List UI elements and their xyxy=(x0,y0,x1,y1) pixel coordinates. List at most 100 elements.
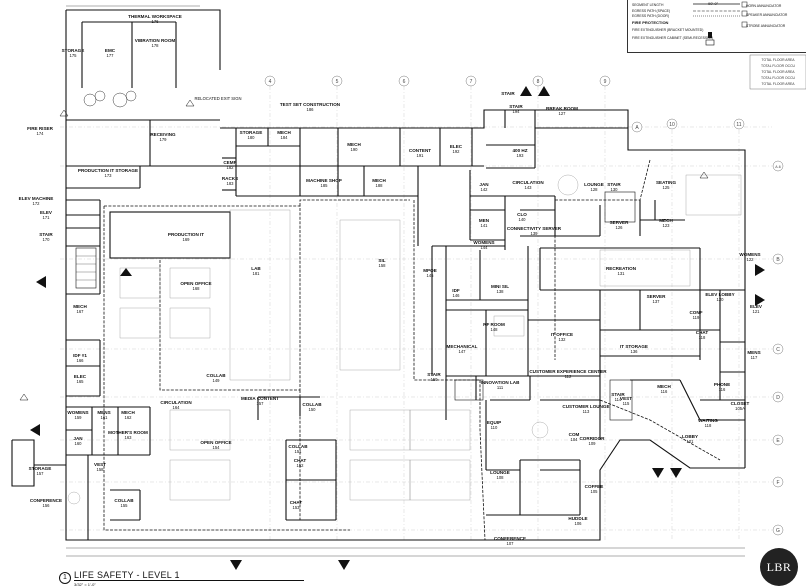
room-name: MENS xyxy=(747,350,760,355)
legend-row-segment: SEGMENT LENGTH xyxy=(632,3,664,7)
room-name: VEST xyxy=(620,396,632,401)
occupancy-line: TOTAL FLOOR AREA xyxy=(761,82,795,86)
room-number: 106 xyxy=(575,521,583,526)
grid-col-label: 8 xyxy=(537,79,540,85)
room-name: CHAT xyxy=(294,458,307,463)
room-number: 161 xyxy=(101,415,109,420)
room-name: RECREATION xyxy=(606,266,637,271)
room-name: CIRCULATION xyxy=(160,400,192,405)
room-number: 118 xyxy=(705,423,712,428)
room-name: MACHINE SHOP xyxy=(306,178,342,183)
room-name: SERVER xyxy=(647,294,666,299)
room-number: 170 xyxy=(43,237,51,242)
room-number: 140 xyxy=(519,217,527,222)
grid-row-label: A.6 xyxy=(775,165,780,169)
room-name: RACKS xyxy=(222,176,238,181)
room-number: 169 xyxy=(183,237,191,242)
room-number: 110 xyxy=(491,425,498,430)
legend-row-fire-bracket: FIRE EXTINGUISHER (BRACKET MOUNTED) xyxy=(632,28,704,32)
grid-col-label: 9 xyxy=(604,79,607,85)
room-name: ELEV MACHINE xyxy=(19,196,54,201)
room-name: PHONE xyxy=(714,382,730,387)
legend-segment-example: 90'-0" xyxy=(708,1,719,6)
room-name: LAB xyxy=(251,266,261,271)
grid-col-label: 7 xyxy=(470,79,473,85)
room-name: CHAT xyxy=(696,330,709,335)
room-number: 178 xyxy=(152,43,160,48)
room-name: LOBBY xyxy=(682,434,698,439)
room-name: ELEC xyxy=(450,144,463,149)
exit-arrow-icon xyxy=(338,560,350,570)
room-number: 166 xyxy=(77,358,85,363)
room-number: 101 xyxy=(687,439,695,444)
room-name: TEST SET CONSTRUCTION xyxy=(280,102,341,107)
drawing-scale: 3/32" = 1'-0" xyxy=(74,582,96,587)
room-name: JAN xyxy=(479,182,489,187)
room-number: 182 xyxy=(227,165,235,170)
landscape-trees xyxy=(83,90,137,108)
room-number: 177 xyxy=(107,53,115,58)
room-number: 176 xyxy=(152,19,160,24)
grid-col-label: 11 xyxy=(736,122,741,128)
drawing-number: 1 xyxy=(59,572,71,584)
room-name: THERMAL WORKSPACE xyxy=(128,14,182,19)
room-name: MECH xyxy=(121,410,135,415)
room-number: 186 xyxy=(307,107,315,112)
speaker-annunciator-icon xyxy=(741,10,748,17)
legend-fire-header: FIRE PROTECTION xyxy=(632,20,669,25)
grid-col-label: 6 xyxy=(403,79,406,85)
room-name: IT OFFICE xyxy=(551,332,573,337)
occupancy-line: TOTAL FLOOR AREA xyxy=(761,70,795,74)
grid-row-label: F xyxy=(776,480,779,486)
room-name: MECH xyxy=(73,304,87,309)
room-name: STORAGE xyxy=(62,48,85,53)
room-name: STAIR xyxy=(509,104,523,109)
room-number: 164 xyxy=(173,405,181,410)
room-name: STAIR xyxy=(39,232,53,237)
room-name: COLLAB xyxy=(302,402,322,407)
room-number: 122 xyxy=(747,257,755,262)
room-number: 114 xyxy=(615,397,622,402)
room-name: PRODUCTION IT xyxy=(168,232,204,237)
room-number: 180 xyxy=(248,135,256,140)
room-number: 157 xyxy=(257,401,265,406)
room-number: 105A xyxy=(735,406,745,411)
room-number: 118 xyxy=(699,335,706,340)
room-name: COLLAB xyxy=(288,444,308,449)
room-number: 119 xyxy=(693,315,700,320)
room-number: 115 xyxy=(623,401,630,406)
room-name: IDF #1 xyxy=(73,353,87,358)
grid-col-label: 10 xyxy=(669,122,675,128)
warning-triangle-icon xyxy=(59,109,69,117)
logo-text: LBR xyxy=(766,560,792,574)
interior-walls-lower xyxy=(66,375,745,540)
room-name: MEDIA CONTENT xyxy=(241,396,279,401)
room-number: 138 xyxy=(497,289,505,294)
room-name: VEST xyxy=(94,462,106,467)
room-name: STORAGE xyxy=(29,466,52,471)
room-number: 141 xyxy=(481,223,489,228)
room-name: SEATING xyxy=(656,180,677,185)
furniture xyxy=(67,174,742,505)
room-name: SIL xyxy=(378,258,385,263)
grid-row-label: G xyxy=(776,528,780,534)
legend-row-egress-space: EGRESS PATH (SPACE) xyxy=(632,9,671,13)
egress-paths xyxy=(103,159,721,541)
room-number: 126 xyxy=(616,225,624,230)
room-name: LOUNGE xyxy=(490,470,510,475)
room-name: MECH xyxy=(657,384,671,389)
room-number: 128 xyxy=(591,187,599,192)
title-underline xyxy=(74,580,304,581)
room-name: MECHANICAL xyxy=(447,344,478,349)
interior-walls-middle xyxy=(66,199,745,401)
room-name: CORRIDOR xyxy=(579,436,605,441)
room-number: 173 xyxy=(105,173,113,178)
room-number: 108 xyxy=(497,475,505,480)
room-name: WOMENS xyxy=(67,410,88,415)
interior-walls xyxy=(66,21,685,250)
room-name: MECH xyxy=(277,130,291,135)
exit-arrow-icon xyxy=(538,86,550,96)
room-name: CHAT xyxy=(290,500,303,505)
room-number: 149 xyxy=(213,378,221,383)
room-name: CONFERENCE xyxy=(30,498,62,503)
